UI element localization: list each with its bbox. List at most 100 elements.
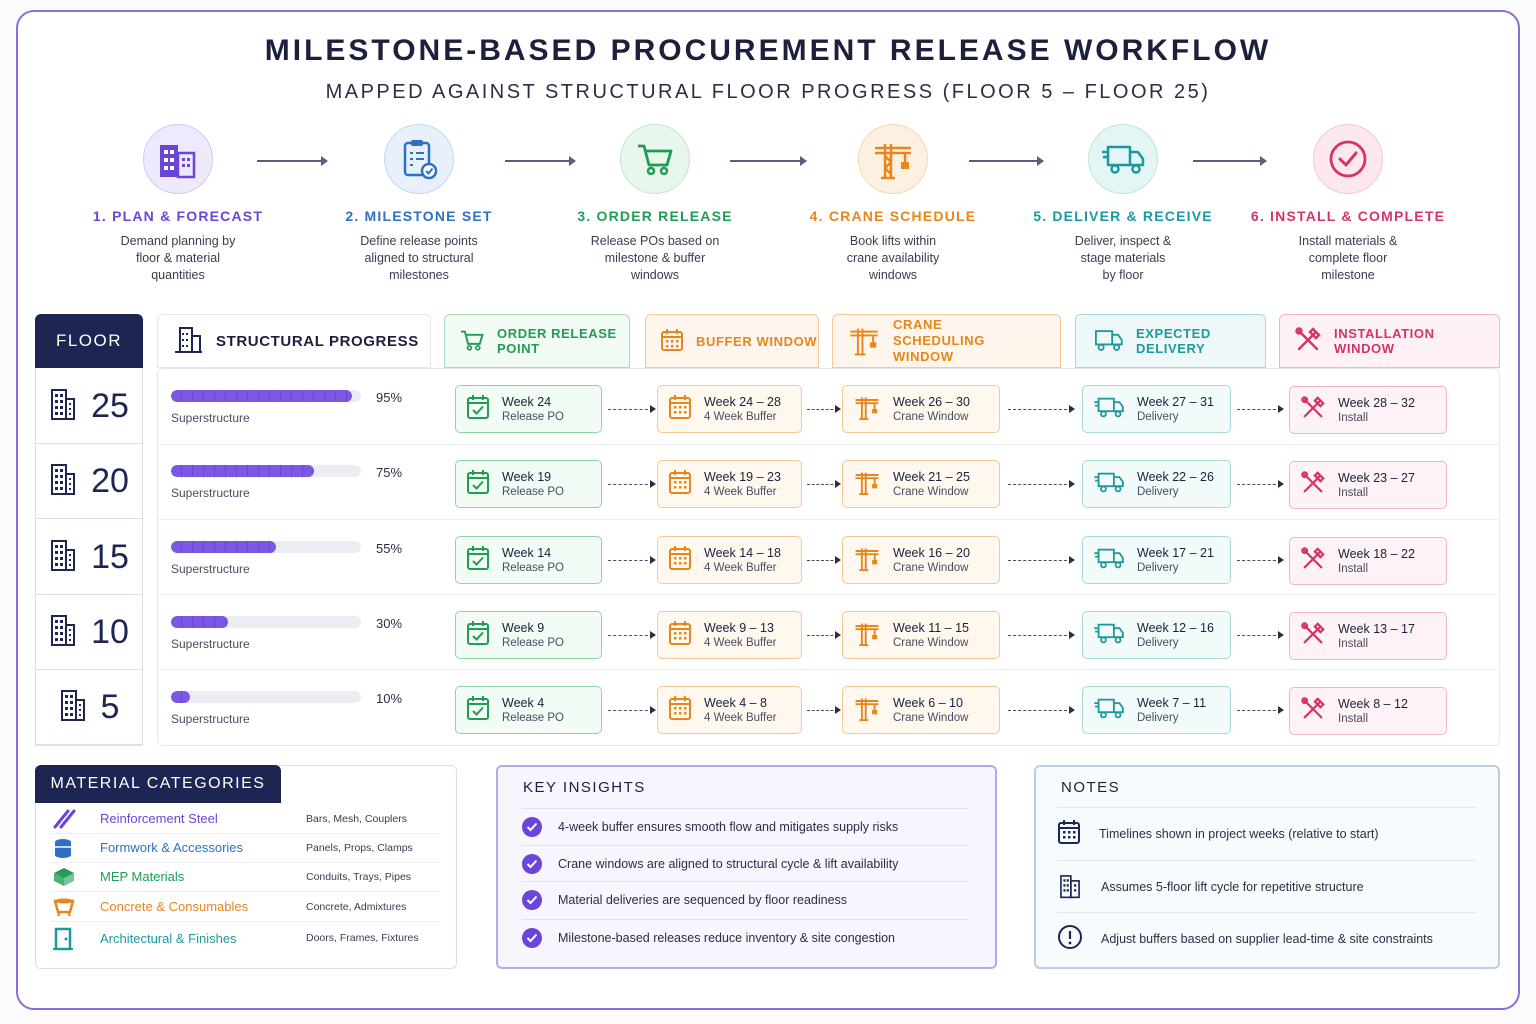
card-label: Install [1338, 563, 1369, 575]
step-title: 6. INSTALL & COMPLETE [1250, 208, 1446, 224]
calendar-check-icon [466, 620, 490, 651]
step-title: 1. PLAN & FORECAST [92, 208, 264, 224]
card-week: Week 4 – 8 [704, 696, 768, 710]
card-week: Week 7 – 11 [1137, 696, 1207, 710]
step-crane-schedule: 4. CRANE SCHEDULE Book lifts within cran… [793, 124, 993, 284]
card-week: Week 27 – 31 [1137, 395, 1214, 409]
sequence-arrow [1237, 405, 1284, 413]
progress-bar [171, 390, 361, 402]
card-week: Week 26 – 30 [893, 395, 970, 409]
progress-percent: 75% [376, 465, 403, 480]
row-divider [157, 444, 1500, 445]
progress-bar [171, 691, 361, 703]
mep-icon [52, 866, 76, 893]
card-week: Week 21 – 25 [893, 470, 970, 484]
card-week: Week 8 – 12 [1338, 697, 1408, 711]
calendar-icon [668, 620, 692, 651]
sequence-arrow [807, 631, 841, 639]
floor-cell: 20 [35, 444, 143, 519]
card-label: Crane Window [893, 712, 969, 724]
truck-icon [1090, 327, 1124, 356]
check-icon [522, 853, 542, 874]
calendar-check-icon [466, 394, 490, 425]
tools-icon [1300, 395, 1326, 426]
truck-icon [1093, 696, 1125, 725]
note-text: Adjust buffers based on supplier lead-ti… [1101, 931, 1433, 946]
card-label: Release PO [502, 562, 565, 574]
cart-icon [459, 328, 485, 355]
installation-card: Week 18 – 22 Install [1289, 537, 1447, 585]
step-title: 2. MILESTONE SET [345, 208, 493, 224]
material-name: Reinforcement Steel [100, 811, 218, 826]
header-label: ORDER RELEASE POINT [497, 326, 617, 356]
card-label: Crane Window [893, 562, 969, 574]
step-description: Install materials & complete floor miles… [1298, 234, 1398, 282]
clipboard-check-icon [384, 124, 454, 194]
building-icon [49, 387, 77, 426]
note-item: Timelines shown in project weeks (relati… [1057, 807, 1477, 859]
timeline-grid [157, 368, 1500, 746]
sequence-arrow [1008, 405, 1075, 413]
floor-number: 5 [100, 687, 120, 726]
sequence-arrow [1008, 480, 1075, 488]
card-week: Week 18 – 22 [1338, 547, 1415, 561]
card-label: Crane Window [893, 637, 969, 649]
crane-icon [853, 694, 881, 727]
card-week: Week 28 – 32 [1338, 396, 1415, 410]
step-title: 5. DELIVER & RECEIVE [1033, 208, 1213, 224]
step-description: Book lifts within crane availability win… [846, 234, 940, 282]
card-week: Week 13 – 17 [1338, 622, 1415, 636]
material-categories-title: MATERIAL CATEGORIES [35, 765, 281, 803]
truck-icon [1088, 124, 1158, 194]
crane-icon [853, 619, 881, 652]
note-item: Adjust buffers based on supplier lead-ti… [1057, 912, 1477, 964]
card-week: Week 17 – 21 [1137, 546, 1214, 560]
calendar-icon [668, 469, 692, 500]
building-icon [49, 462, 77, 501]
card-label: Install [1338, 487, 1369, 499]
note-item: Assumes 5-floor lift cycle for repetitiv… [1057, 860, 1477, 912]
card-label: Release PO [502, 712, 565, 724]
progress-bar [171, 465, 361, 477]
card-label: 4 Week Buffer [704, 562, 777, 574]
building-icon [49, 613, 77, 652]
card-week: Week 6 – 10 [893, 696, 963, 710]
card-week: Week 19 – 23 [704, 470, 781, 484]
phase-label: Superstructure [171, 712, 250, 726]
material-description: Panels, Props, Clamps [306, 841, 413, 854]
floor-number: 20 [91, 461, 129, 500]
calendar-check-icon [466, 545, 490, 576]
insight-text: Material deliveries are sequenced by flo… [558, 892, 848, 907]
card-week: Week 24 [502, 395, 552, 409]
sequence-arrow [608, 706, 656, 714]
card-week: Week 19 [502, 470, 552, 484]
card-week: Week 9 – 13 [704, 621, 774, 635]
structural-progress-header: STRUCTURAL PROGRESS [157, 314, 431, 368]
sequence-arrow [807, 480, 841, 488]
insight-item: Milestone-based releases reduce inventor… [522, 919, 968, 955]
tools-icon [1300, 470, 1326, 501]
floor-number: 10 [91, 612, 129, 651]
truck-icon [1093, 470, 1125, 499]
tools-icon [1294, 326, 1322, 357]
sequence-arrow [1237, 556, 1284, 564]
truck-icon [1093, 395, 1125, 424]
building-icon [1057, 871, 1083, 902]
floor-cell: 25 [35, 369, 143, 444]
insight-item: Material deliveries are sequenced by flo… [522, 881, 968, 917]
card-week: Week 9 [502, 621, 545, 635]
insight-item: Crane windows are aligned to structural … [522, 845, 968, 881]
building-icon [49, 538, 77, 577]
step-description: Release POs based on milestone & buffer … [590, 234, 720, 282]
insight-text: 4-week buffer ensures smooth flow and mi… [558, 819, 899, 834]
